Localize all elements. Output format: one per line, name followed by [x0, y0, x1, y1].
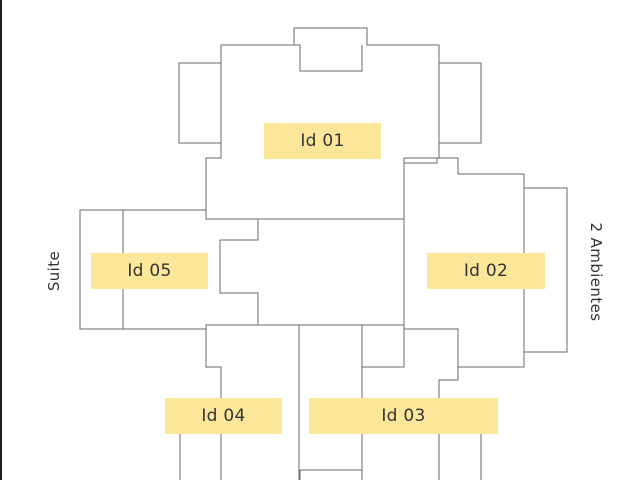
unit-02-outline [403, 157, 525, 368]
unit-label-id01[interactable]: Id 01 [264, 123, 381, 159]
unit-01-outline [205, 27, 440, 220]
unit-label-id04[interactable]: Id 04 [165, 398, 282, 434]
left-edge-rule [0, 0, 2, 480]
unit-label-id02[interactable]: Id 02 [427, 253, 545, 289]
unit-01-top-bay [294, 44, 363, 72]
unit-03-outline [361, 325, 405, 368]
unit-01-left-balcony [178, 62, 221, 144]
unit-03-bottom-bay [299, 469, 363, 480]
unit-02-balcony [524, 187, 568, 353]
unit-label-id03[interactable]: Id 03 [309, 398, 498, 434]
right-side-label: 2 Ambientes [587, 222, 605, 322]
left-side-label: Suite [45, 250, 63, 292]
central-core [258, 218, 405, 326]
unit-05-balcony [79, 209, 123, 330]
unit-01-right-balcony [439, 62, 482, 144]
unit-05-outline [122, 209, 259, 330]
unit-label-id05[interactable]: Id 05 [91, 253, 208, 289]
